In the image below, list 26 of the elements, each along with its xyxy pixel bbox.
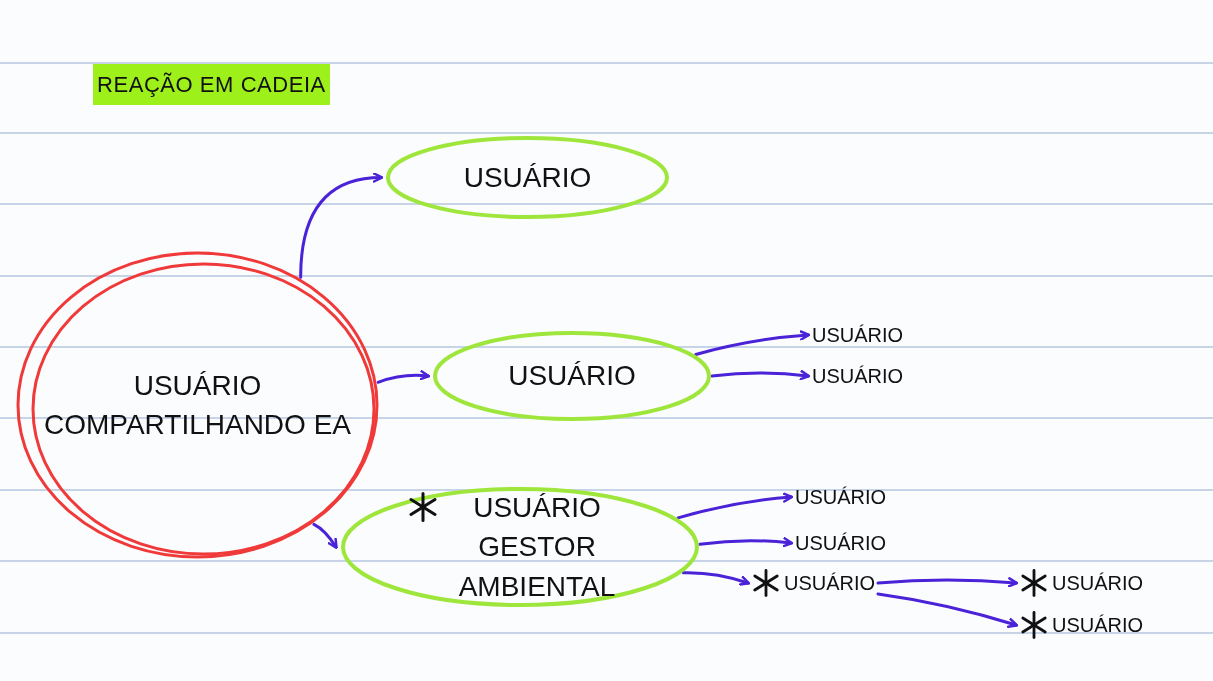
arrow	[876, 592, 1019, 629]
circle-node	[15, 250, 380, 560]
ellipse-node	[432, 330, 712, 422]
arrow	[676, 492, 794, 520]
node-label: USUÁRIO GESTOR AMBIENTAL	[457, 491, 617, 604]
arrow	[710, 370, 811, 381]
node-label: USUÁRIO	[1052, 613, 1144, 638]
arrow	[694, 330, 811, 356]
node-label: USUÁRIO	[784, 571, 876, 596]
node-label: USUÁRIO	[508, 359, 636, 394]
node-label: USUÁRIO	[812, 323, 904, 348]
arrow	[376, 370, 431, 384]
arrow	[299, 172, 384, 279]
node-label: USUÁRIO	[795, 485, 887, 510]
ellipse-node	[385, 135, 670, 220]
node-label: USUÁRIO	[1052, 571, 1144, 596]
arrow	[876, 577, 1019, 588]
arrow	[698, 537, 794, 548]
node-label: USUÁRIO	[463, 160, 592, 195]
title: REAÇÃO EM CADEIA	[93, 64, 330, 105]
node-label: USUÁRIO	[812, 364, 904, 389]
ellipse-node	[340, 486, 700, 608]
node-label: USUÁRIO COMPARTILHANDO EA	[43, 368, 352, 442]
arrow	[681, 571, 751, 586]
arrow	[312, 522, 338, 550]
node-label: USUÁRIO	[795, 531, 887, 556]
